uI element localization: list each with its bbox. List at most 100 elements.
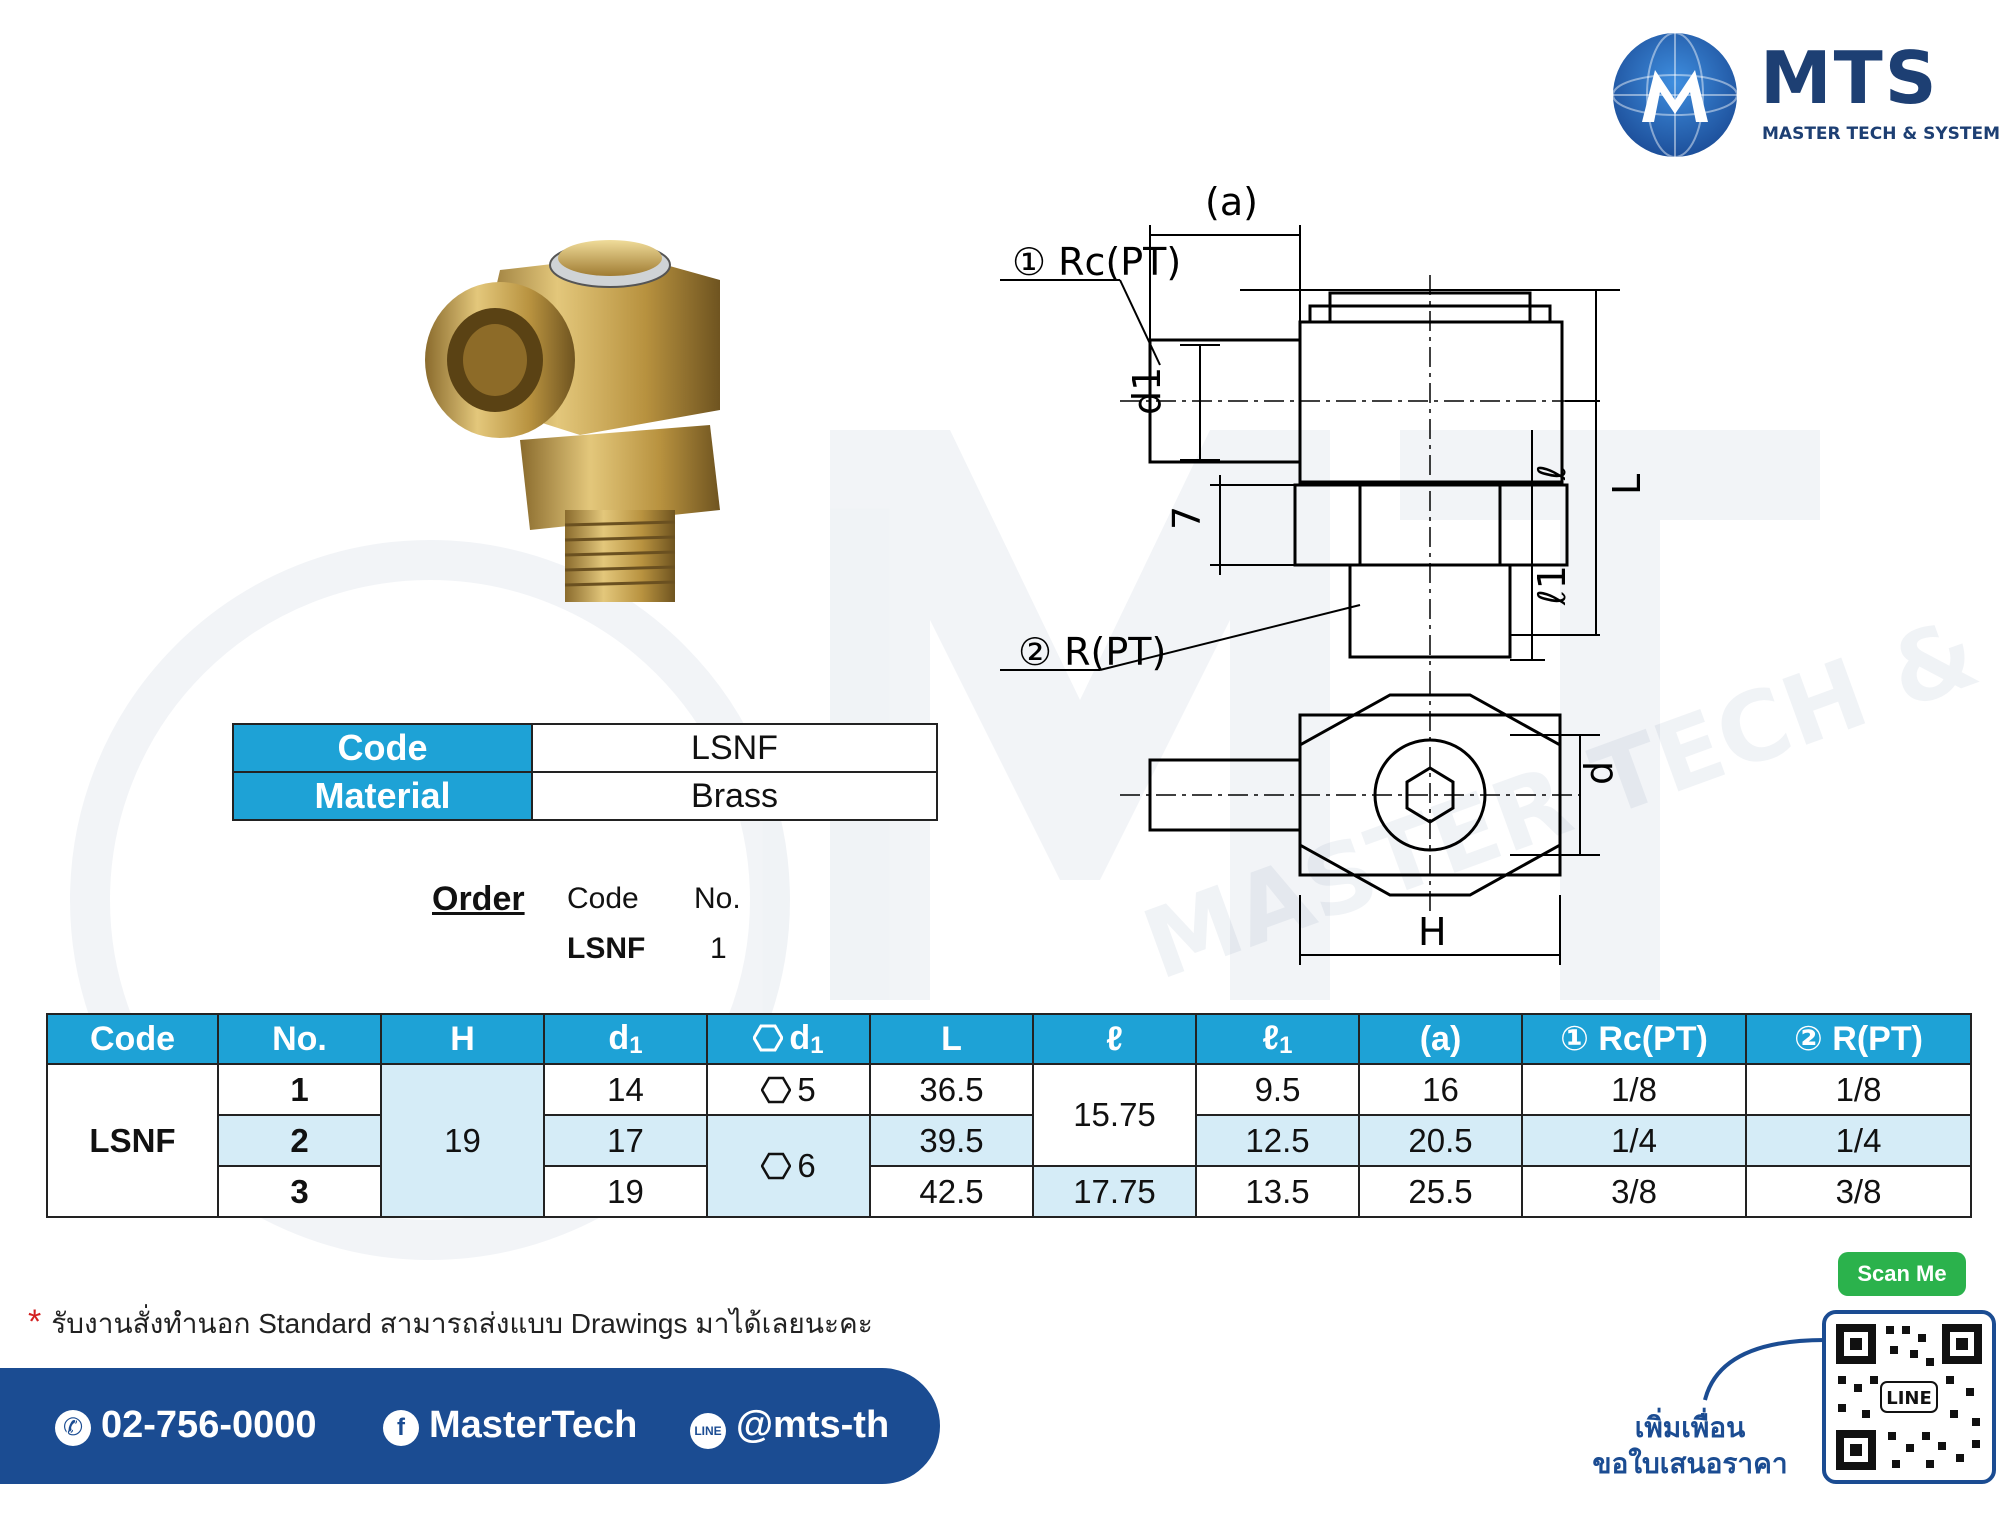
label-dim-d: d — [1577, 761, 1621, 785]
qr-code[interactable]: LINE — [1822, 1310, 1996, 1484]
contact-facebook[interactable]: f MasterTech — [383, 1404, 637, 1447]
order-no-header: No. — [694, 882, 741, 915]
cell-code: LSNF — [46, 1063, 219, 1218]
add-friend-line2: ขอใบเสนอราคา — [1592, 1448, 1788, 1479]
order-code-value: LSNF — [567, 932, 646, 965]
add-friend-text: เพิ่มเพื่อน ขอใบเสนอราคา — [1580, 1410, 1800, 1482]
header-d1-text: d — [608, 1018, 630, 1057]
header-hex-d1-sub: 1 — [810, 1031, 824, 1059]
table-header-row: Code No. H d1 d1 L ℓ ℓ1 (a) ① Rc(PT) ② R… — [46, 1013, 1972, 1065]
header-d1: d1 — [543, 1013, 708, 1065]
order-code-header: Code — [567, 882, 639, 915]
label-dim-h: H — [1418, 910, 1447, 954]
table-row: 3 19 42.5 17.75 13.5 25.5 3/8 3/8 — [47, 1165, 1972, 1218]
cell-no: 3 — [217, 1165, 382, 1218]
brand-name: MTS — [1760, 36, 1939, 120]
table-row: 2 17 6 39.5 12.5 20.5 1/4 1/4 — [47, 1114, 1972, 1218]
header-l1-sub: 1 — [1279, 1031, 1293, 1059]
add-friend-line1: เพิ่มเพื่อน — [1634, 1412, 1746, 1443]
scan-me-badge: Scan Me — [1838, 1252, 1966, 1296]
line-icon: LINE — [690, 1413, 726, 1449]
header-l: ℓ — [1032, 1013, 1197, 1065]
cell-hex-value: 5 — [797, 1070, 816, 1108]
header-hex-d1: d1 — [706, 1013, 871, 1065]
cell-l: 15.75 — [1032, 1063, 1197, 1167]
header-hex-d1-text: d — [789, 1018, 811, 1057]
header-d1-sub: 1 — [629, 1031, 643, 1059]
label-dim-a: (a) — [1205, 180, 1258, 224]
spec-code-label: Code — [232, 723, 533, 773]
table-row: LSNF 1 19 14 5 36.5 15.75 9.5 16 1/8 1/8 — [46, 1063, 1972, 1218]
spec-material-label: Material — [232, 771, 533, 821]
hexagon-icon — [761, 1152, 792, 1180]
header-l1-text: ℓ — [1262, 1018, 1280, 1057]
globe-logo-icon — [1612, 32, 1738, 158]
note-text: รับงานสั่งทำนอก Standard สามารถส่งแบบ Dr… — [51, 1308, 873, 1339]
contact-phone-text: 02-756-0000 — [101, 1404, 317, 1446]
cell-a: 16 — [1358, 1063, 1523, 1116]
qr-line-label: LINE — [1886, 1388, 1932, 1409]
cell-rc: 1/4 — [1521, 1114, 1747, 1167]
contact-line-text: @mts-th — [736, 1404, 890, 1446]
cell-hex: 5 — [706, 1063, 871, 1116]
cell-big-l: 39.5 — [869, 1114, 1034, 1167]
cell-l1: 12.5 — [1195, 1114, 1360, 1167]
header-big-l: L — [869, 1013, 1034, 1065]
dimension-table: Code No. H d1 d1 L ℓ ℓ1 (a) ① Rc(PT) ② R… — [46, 1013, 1972, 1218]
header-no: No. — [217, 1013, 382, 1065]
technical-drawing: ① Rc(PT) (a) d1 7 L ℓ ℓ1 ② R(PT) d H — [1000, 180, 1649, 965]
cell-r: 1/4 — [1745, 1114, 1972, 1167]
cell-l1: 9.5 — [1195, 1063, 1360, 1116]
order-title: Order — [432, 880, 525, 918]
spec-table: Code LSNF Material Brass — [232, 723, 938, 821]
label-dim-d1: d1 — [1125, 367, 1169, 415]
order-no-value: 1 — [710, 932, 727, 965]
contact-line[interactable]: LINE @mts-th — [690, 1404, 889, 1449]
spec-code-value: LSNF — [531, 723, 938, 773]
contact-bar: ✆ 02-756-0000 f MasterTech LINE @mts-th — [0, 1368, 940, 1484]
brand-logo: MTS MASTER TECH & SYSTEMS — [1610, 30, 2001, 160]
header-l1: ℓ1 — [1195, 1013, 1360, 1065]
hexagon-icon — [761, 1076, 792, 1103]
header-code: Code — [46, 1013, 219, 1065]
cell-l1: 13.5 — [1195, 1165, 1360, 1218]
cell-d1: 14 — [543, 1063, 708, 1116]
label-r-pt: ② R(PT) — [1018, 630, 1166, 674]
curved-arrow-icon — [1703, 1338, 1826, 1401]
contact-phone[interactable]: ✆ 02-756-0000 — [55, 1404, 317, 1447]
header-rc: ① Rc(PT) — [1521, 1013, 1747, 1065]
cell-d1: 17 — [543, 1114, 708, 1167]
header-r: ② R(PT) — [1745, 1013, 1972, 1065]
spec-material-value: Brass — [531, 771, 938, 821]
cell-big-l: 36.5 — [869, 1063, 1034, 1116]
order-block: Order Code No. LSNF 1 — [432, 880, 762, 970]
cell-l: 17.75 — [1032, 1165, 1197, 1218]
label-rc-pt: ① Rc(PT) — [1012, 240, 1181, 284]
label-dim-l1: ℓ1 — [1530, 565, 1574, 606]
cell-no: 1 — [217, 1063, 382, 1116]
label-dim-l: ℓ — [1530, 464, 1574, 481]
cell-big-l: 42.5 — [869, 1165, 1034, 1218]
contact-facebook-text: MasterTech — [429, 1404, 638, 1446]
cell-r: 1/8 — [1745, 1063, 1972, 1116]
qr-pattern: LINE — [1836, 1324, 1982, 1470]
cell-hex-value: 6 — [797, 1147, 816, 1184]
cell-a: 20.5 — [1358, 1114, 1523, 1167]
asterisk-icon: * — [28, 1303, 42, 1341]
cell-hex: 6 — [706, 1114, 871, 1218]
hexagon-icon — [753, 1024, 784, 1051]
spec-row-material: Material Brass — [232, 771, 938, 821]
header-a: (a) — [1358, 1013, 1523, 1065]
cell-r: 3/8 — [1745, 1165, 1972, 1218]
cell-h: 19 — [380, 1063, 545, 1218]
cell-no: 2 — [217, 1114, 382, 1167]
label-dim-big-l: L — [1605, 474, 1649, 495]
header-h: H — [380, 1013, 545, 1065]
phone-icon: ✆ — [55, 1410, 91, 1446]
facebook-icon: f — [383, 1410, 419, 1446]
spec-row-code: Code LSNF — [232, 723, 938, 773]
cell-rc: 1/8 — [1521, 1063, 1747, 1116]
product-photo — [425, 240, 720, 602]
cell-d1: 19 — [543, 1165, 708, 1218]
custom-order-note: * รับงานสั่งทำนอก Standard สามารถส่งแบบ D… — [28, 1302, 873, 1346]
